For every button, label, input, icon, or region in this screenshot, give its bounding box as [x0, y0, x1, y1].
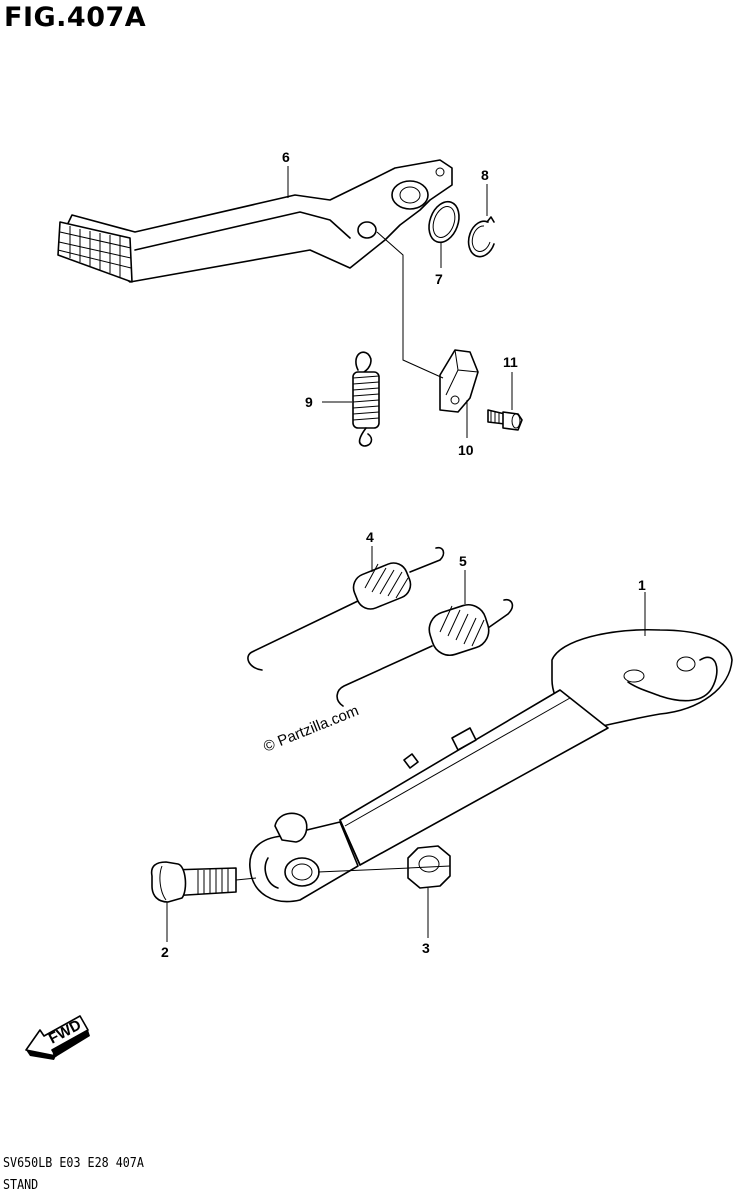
callout-number: 4 — [366, 529, 374, 545]
bolt-part[interactable] — [487, 409, 523, 431]
callout-number: 9 — [305, 394, 313, 410]
callout-8: 8 — [481, 167, 489, 216]
callout-number: 7 — [435, 271, 443, 287]
callout-11: 11 — [503, 354, 518, 410]
callout-number: 3 — [422, 940, 430, 956]
callout-3: 3 — [422, 888, 430, 956]
callout-2: 2 — [161, 902, 169, 960]
callout-number: 10 — [458, 442, 474, 458]
pivot-bolt-part[interactable] — [150, 861, 237, 903]
callout-6: 6 — [282, 149, 290, 198]
callout-4: 4 — [366, 529, 374, 572]
watermark: © Partzilla.com — [261, 702, 361, 756]
side-stand-part[interactable] — [249, 628, 733, 903]
nut-part[interactable] — [407, 845, 451, 889]
callout-number: 11 — [503, 354, 518, 370]
stand-spring-short-part[interactable] — [336, 598, 514, 707]
callout-number: 1 — [638, 577, 646, 593]
callout-10: 10 — [458, 400, 474, 458]
callout-number: 6 — [282, 149, 290, 165]
callout-number: 2 — [161, 944, 169, 960]
stand-spring-long-part[interactable] — [247, 546, 445, 671]
figure-title: FIG.407A — [4, 2, 147, 33]
diagram-code: SV650LB E03 E28 407A — [3, 1156, 144, 1171]
fwd-direction-marker: FWD — [25, 1015, 90, 1060]
callout-5: 5 — [459, 553, 467, 604]
circlip-part[interactable] — [467, 216, 495, 258]
callout-number: 5 — [459, 553, 467, 569]
callout-number: 8 — [481, 167, 489, 183]
return-spring-part[interactable] — [352, 351, 380, 447]
callout-1: 1 — [638, 577, 646, 636]
washer-part[interactable] — [424, 197, 465, 246]
callout-9: 9 — [305, 394, 352, 410]
diagram-name: STAND — [3, 1178, 39, 1193]
shift-pedal-part[interactable] — [57, 159, 453, 283]
bracket-part[interactable] — [439, 349, 479, 413]
callout-7: 7 — [435, 242, 443, 287]
